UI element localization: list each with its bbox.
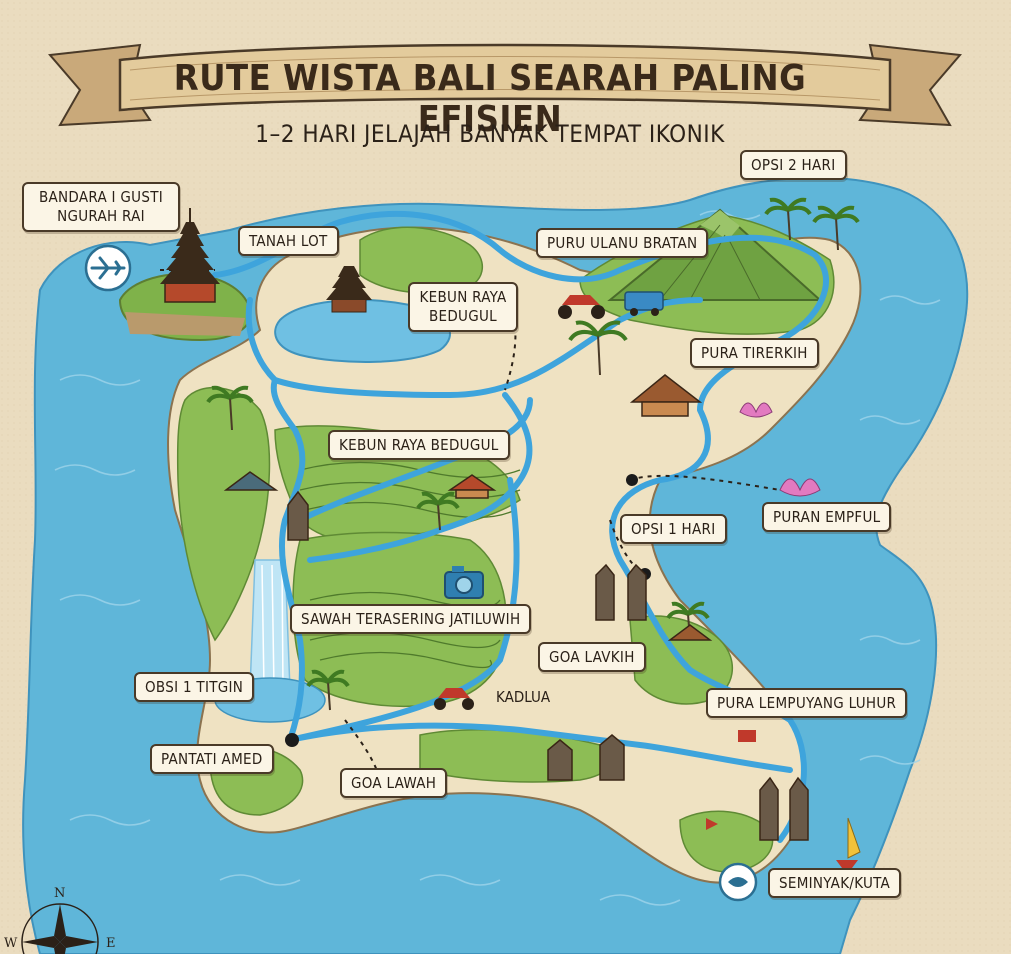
label-opsi-2-hari[interactable]: OPSI 2 HARI bbox=[740, 150, 847, 180]
sailboat-icon bbox=[836, 817, 861, 868]
compass-west: W bbox=[4, 936, 18, 951]
lotus-icons bbox=[739, 402, 821, 497]
title-banner bbox=[48, 43, 962, 127]
label-goa-lawah[interactable]: GOA LAWAH bbox=[340, 768, 448, 798]
label-kebun-raya-bedugul-top[interactable]: KEBUN RAYA BEDUGUL bbox=[408, 282, 518, 332]
label-pura-tirtekih[interactable]: PURA TIRERKIH bbox=[690, 338, 819, 368]
page-title: RUTE WISTA BALI SEARAH PALING EFISIEN bbox=[173, 58, 807, 140]
label-tanah-lot[interactable]: TANAH LOT bbox=[238, 226, 339, 256]
label-sawah-terasering[interactable]: SAWAH TERASERING JATILUWIH bbox=[290, 604, 532, 634]
landmark-huts bbox=[223, 374, 713, 641]
label-opsi-1-hari[interactable]: OPSI 1 HARI bbox=[620, 514, 727, 544]
lake-temple-icon bbox=[326, 266, 372, 313]
page-subtitle: 1–2 HARI JELAJAH BANYAK TEMPAT IKONIK bbox=[255, 120, 725, 148]
label-puru-ulanu-bratan[interactable]: PURU ULANU BRATAN bbox=[536, 228, 709, 258]
compass-north: N bbox=[54, 886, 66, 901]
label-bandara[interactable]: BANDARA I GUSTI NGURAH RAI bbox=[22, 182, 180, 232]
label-pantati-amed[interactable]: PANTATI AMED bbox=[150, 744, 274, 774]
label-puran-empful[interactable]: PURAN EMPFUL bbox=[762, 502, 892, 532]
split-gate-icons bbox=[287, 490, 809, 841]
label-obsi-1-titgin[interactable]: OBSI 1 TITGIN bbox=[134, 672, 255, 702]
temple-island-cliff bbox=[125, 312, 245, 336]
temple-icon bbox=[160, 208, 220, 303]
flag-icons bbox=[706, 730, 756, 830]
label-pura-lempuyang[interactable]: PURA LEMPUYANG LUHUR bbox=[706, 688, 908, 718]
label-kebun-raya-bedugul-mid[interactable]: KEBUN RAYA BEDUGUL bbox=[328, 430, 510, 460]
sea-waves bbox=[54, 210, 941, 906]
camera-icon bbox=[444, 566, 484, 599]
compass-rose bbox=[21, 903, 99, 954]
motorbike-icon bbox=[434, 295, 605, 710]
label-kadlua[interactable]: KADLUA bbox=[496, 688, 551, 706]
beach-badge-icon bbox=[718, 862, 758, 902]
compass-east: E bbox=[106, 936, 116, 951]
bus-icon bbox=[624, 291, 664, 316]
label-goa-lavkih[interactable]: GOA LAVKIH bbox=[538, 642, 646, 672]
airplane-icon bbox=[84, 244, 132, 292]
label-seminyak-kuta[interactable]: SEMINYAK/KUTA bbox=[768, 868, 902, 898]
